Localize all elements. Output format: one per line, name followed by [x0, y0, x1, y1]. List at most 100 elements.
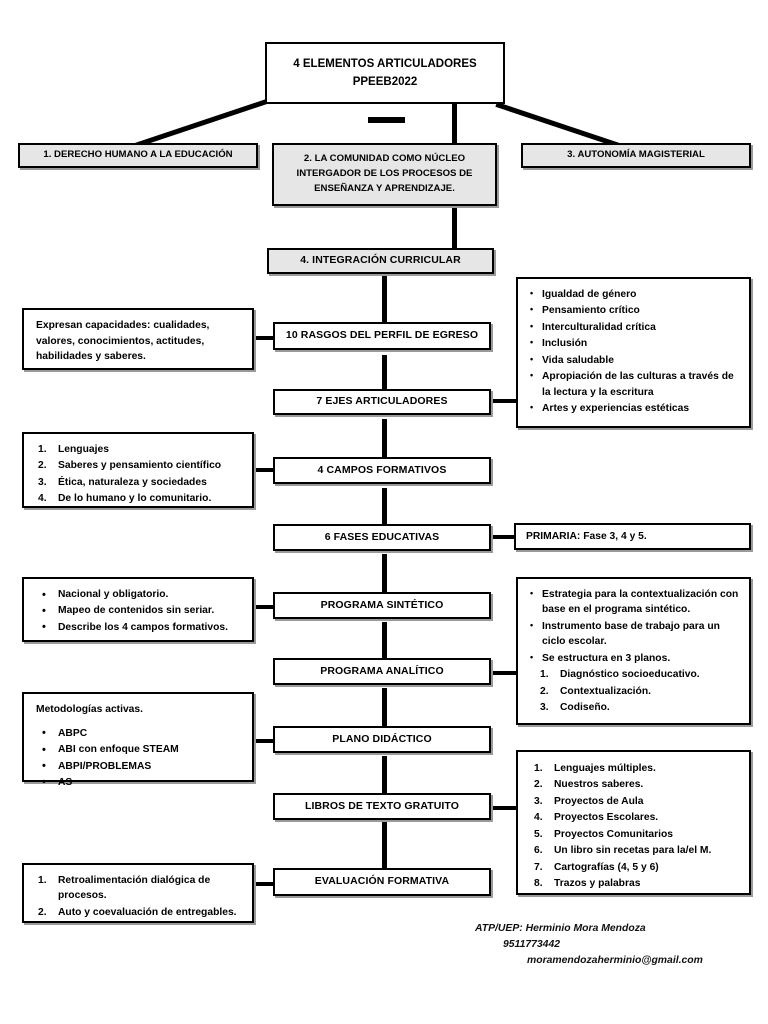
pillar-2-label: 2. LA COMUNIDAD COMO NÚCLEO INTERGADOR D… — [296, 153, 473, 194]
chain-label-0: 4. INTEGRACIÓN CURRICULAR — [300, 254, 461, 267]
connector-pillar2-to-integracion — [452, 206, 457, 250]
list-item: 2.Nuestros saberes. — [534, 779, 644, 791]
list-item: ABPI/PROBLEMAS — [36, 758, 242, 775]
footer-line-1: ATP/UEP: Herminio Mora Mendoza — [475, 923, 646, 934]
chain-box-plano-didactico[interactable]: PLANO DIDÁCTICO — [273, 726, 491, 753]
note-ejes-right[interactable]: Igualdad de género Pensamiento crítico I… — [516, 277, 751, 428]
chain-label-4: 6 FASES EDUCATIVAS — [324, 530, 440, 543]
connector-sintetico-left — [251, 605, 277, 609]
list-item: Nacional y obligatorio. — [36, 586, 242, 603]
note-sintetico-left[interactable]: Nacional y obligatorio. Mapeo de conteni… — [22, 577, 254, 642]
list-item: Inclusión — [528, 336, 741, 351]
note-ejes-list: Igualdad de género Pensamiento crítico I… — [528, 287, 741, 417]
note-plano-heading: Metodologías activas. — [36, 704, 144, 715]
connector-head-to-pillar2 — [452, 100, 457, 144]
chain-box-programa-analitico[interactable]: PROGRAMA ANALÍTICO — [273, 658, 491, 685]
spine-sintetico-to-analitico — [382, 622, 387, 660]
list-item: Interculturalidad crítica — [528, 320, 741, 335]
list-item: 1.Retroalimentación dialógica de proceso… — [38, 875, 211, 902]
spine-7ejes-to-4campos — [382, 419, 387, 461]
list-item: 1.Lenguajes — [38, 444, 109, 455]
note-rasgos-text: Expresan capacidades: cualidades, valore… — [36, 320, 210, 363]
footer-contact: ATP/UEP: Herminio Mora Mendoza 951177344… — [475, 921, 765, 969]
note-plano-left[interactable]: Metodologías activas. ABPC ABI con enfoq… — [22, 692, 254, 791]
head-line-1: 4 ELEMENTOS ARTICULADORES — [293, 57, 477, 70]
list-item: Mapeo de contenidos sin seriar. — [36, 603, 242, 620]
chain-box-evaluacion-formativa[interactable]: EVALUACIÓN FORMATIVA — [273, 868, 491, 896]
list-item: 6.Un libro sin recetas para la/el M. — [534, 845, 712, 857]
list-item: 1.Lenguajes múltiples. — [534, 763, 656, 774]
note-analitico-sublist: 1.Diagnóstico socioeducativo. 2.Contextu… — [528, 667, 741, 715]
spine-6fases-to-sintetico — [382, 554, 387, 594]
connector-libros-right — [491, 806, 518, 810]
list-item: 2.Auto y coevaluación de entregables. — [38, 906, 237, 918]
list-item: Estrategia para la contextualización con… — [528, 587, 741, 618]
note-libros-right[interactable]: 1.Lenguajes múltiples. 2.Nuestros sabere… — [516, 750, 751, 895]
chain-box-libros-texto-gratuito[interactable]: LIBROS DE TEXTO GRATUITO — [273, 793, 491, 820]
spine-libros-to-evaluacion — [382, 822, 387, 868]
list-item: Se estructura en 3 planos. — [528, 651, 741, 666]
chain-label-5: PROGRAMA SINTÉTICO — [320, 598, 444, 611]
list-item: Apropiación de las culturas a través de … — [528, 369, 741, 400]
spine-10rasgos-to-7ejes — [382, 355, 387, 393]
chain-box-integracion-curricular[interactable]: 4. INTEGRACIÓN CURRICULAR — [267, 248, 494, 274]
chain-label-2: 7 EJES ARTICULADORES — [316, 395, 448, 408]
note-evaluacion-list: 1.Retroalimentación dialógica de proceso… — [36, 873, 242, 920]
list-item: Igualdad de género — [528, 287, 741, 302]
chain-box-rasgos-perfil-egreso[interactable]: 10 RASGOS DEL PERFIL DE EGRESO — [273, 322, 491, 350]
note-evaluacion-left[interactable]: 1.Retroalimentación dialógica de proceso… — [22, 863, 254, 923]
list-item: Artes y experiencias estéticas — [528, 401, 741, 416]
list-item: 4.Proyectos Escolares. — [534, 812, 659, 824]
chain-box-ejes-articuladores[interactable]: 7 EJES ARTICULADORES — [273, 389, 491, 415]
note-campos-list: 1.Lenguajes 2.Saberes y pensamiento cien… — [36, 442, 242, 507]
chain-box-programa-sintetico[interactable]: PROGRAMA SINTÉTICO — [273, 592, 491, 619]
note-campos-left[interactable]: 1.Lenguajes 2.Saberes y pensamiento cien… — [22, 432, 254, 508]
chain-label-6: PROGRAMA ANALÍTICO — [320, 664, 444, 677]
list-item: 8.Trazos y palabras — [534, 878, 641, 890]
spine-plano-to-libros — [382, 756, 387, 794]
spine-analitico-to-plano — [382, 688, 387, 728]
chain-label-9: EVALUACIÓN FORMATIVA — [314, 875, 450, 888]
note-sintetico-list: Nacional y obligatorio. Mapeo de conteni… — [36, 586, 242, 636]
list-item: ABPC — [36, 725, 242, 742]
list-item: 2.Saberes y pensamiento científico — [38, 460, 222, 472]
spine-4-to-10rasgos — [382, 273, 387, 323]
chain-label-3: 4 CAMPOS FORMATIVOS — [317, 463, 447, 476]
spine-4campos-to-6fases — [382, 488, 387, 526]
chain-label-1: 10 RASGOS DEL PERFIL DE EGRESO — [285, 329, 479, 342]
note-libros-list: 1.Lenguajes múltiples. 2.Nuestros sabere… — [532, 761, 741, 892]
chain-box-campos-formativos[interactable]: 4 CAMPOS FORMATIVOS — [273, 457, 491, 484]
note-plano-list: ABPC ABI con enfoque STEAM ABPI/PROBLEMA… — [36, 725, 242, 791]
connector-campos-left — [251, 468, 277, 472]
list-item: ABI con enfoque STEAM — [36, 742, 242, 759]
list-item: Instrumento base de trabajo para un cicl… — [528, 619, 741, 650]
list-item: Describe los 4 campos formativos. — [36, 619, 242, 636]
note-analitico-list: Estrategia para la contextualización con… — [528, 587, 741, 666]
chain-box-fases-educativas[interactable]: 6 FASES EDUCATIVAS — [273, 524, 491, 551]
list-item: 4.De lo humano y lo comunitario. — [38, 493, 212, 505]
connector-evaluacion-left — [251, 882, 277, 886]
head-underline-dash — [368, 117, 405, 123]
list-item: AS — [36, 774, 242, 791]
note-analitico-right[interactable]: Estrategia para la contextualización con… — [516, 577, 751, 725]
connector-plano-left — [251, 739, 277, 743]
pillar-box-3[interactable]: 3. AUTONOMÍA MAGISTERIAL — [521, 143, 751, 168]
pillar-box-1[interactable]: 1. DERECHO HUMANO A LA EDUCACIÓN — [18, 143, 258, 168]
chain-label-8: LIBROS DE TEXTO GRATUITO — [304, 799, 460, 812]
footer-line-2: 9511773442 — [503, 939, 561, 951]
list-item: 1.Diagnóstico socioeducativo. — [540, 669, 700, 681]
list-item: 5.Proyectos Comunitarios — [534, 828, 674, 840]
connector-fases-right — [491, 535, 514, 539]
list-item: Vida saludable — [528, 353, 741, 368]
connector-rasgos-left — [251, 336, 277, 340]
list-item: 7.Cartografías (4, 5 y 6) — [534, 861, 659, 873]
chain-label-7: PLANO DIDÁCTICO — [332, 732, 432, 745]
footer-line-3: moramendozaherminio@gmail.com — [527, 955, 703, 967]
pillar-box-2[interactable]: 2. LA COMUNIDAD COMO NÚCLEO INTERGADOR D… — [272, 143, 497, 206]
head-box[interactable]: 4 ELEMENTOS ARTICULADORES PPEEB2022 — [265, 42, 505, 104]
note-fases-right[interactable]: PRIMARIA: Fase 3, 4 y 5. — [514, 523, 751, 550]
note-rasgos-left[interactable]: Expresan capacidades: cualidades, valore… — [22, 308, 254, 370]
pillar-1-label: 1. DERECHO HUMANO A LA EDUCACIÓN — [43, 149, 233, 161]
note-fases-text: PRIMARIA: Fase 3, 4 y 5. — [526, 530, 647, 542]
list-item: 2.Contextualización. — [540, 685, 651, 697]
